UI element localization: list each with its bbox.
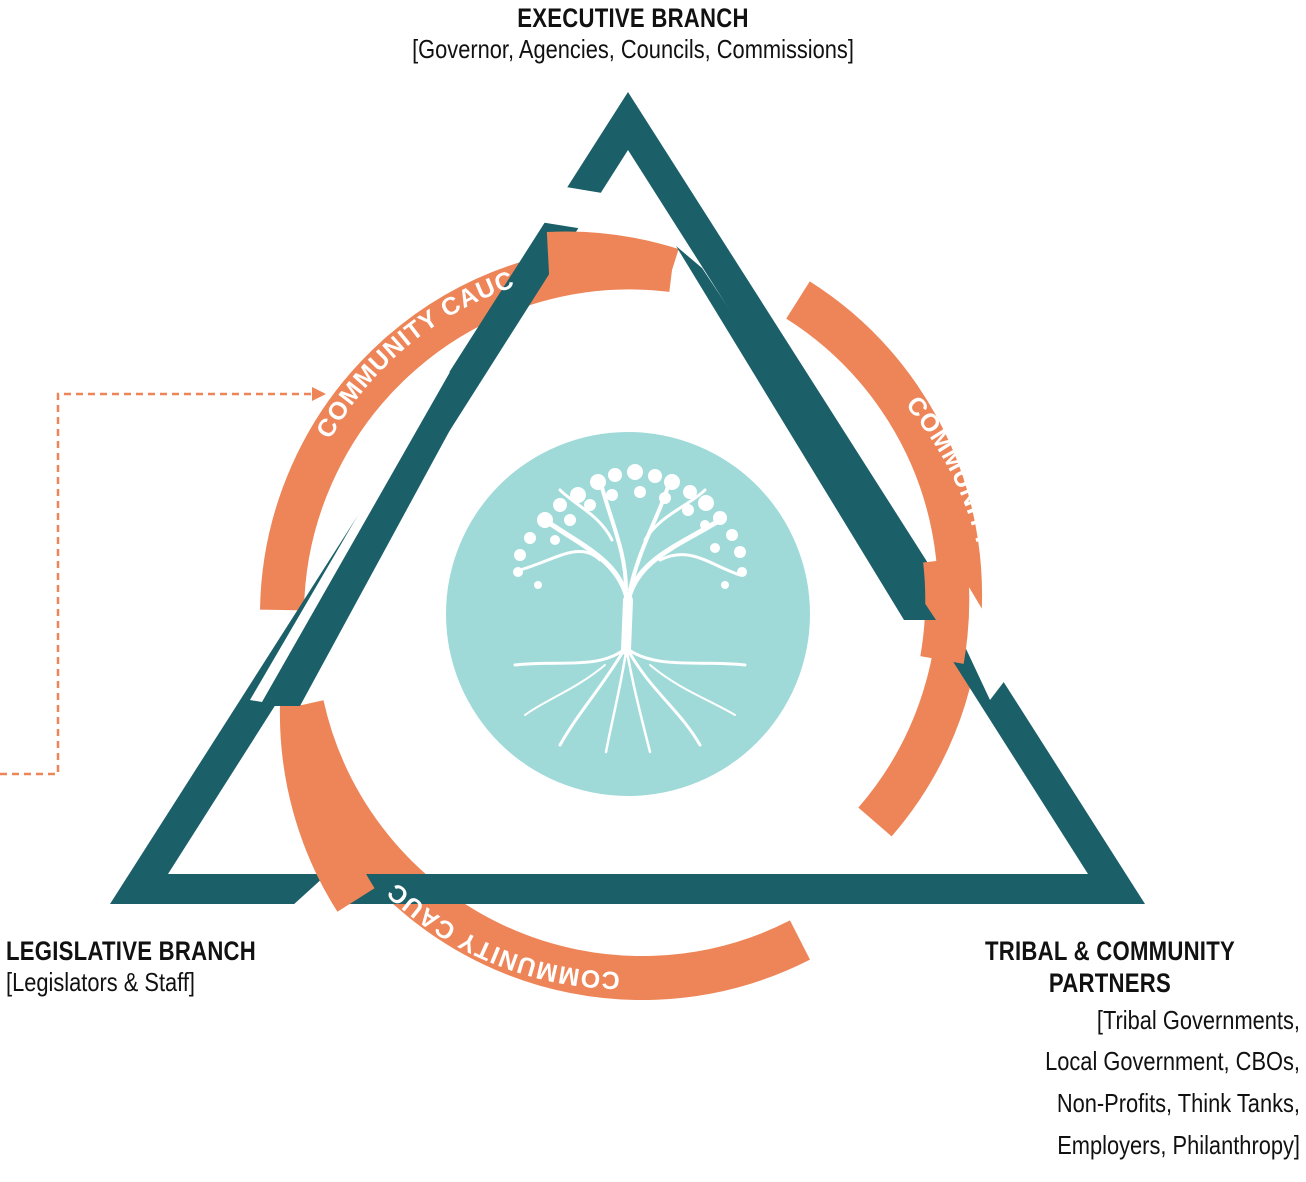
tribal-title-line1: TRIBAL & COMMUNITY <box>984 936 1235 966</box>
tribal-subtitle-line: [Tribal Governments, <box>1096 1004 1300 1035</box>
tree-leaves <box>513 464 747 589</box>
legislative-branch-title: LEGISLATIVE BRANCH <box>6 936 257 966</box>
tribal-subtitle-line: Non-Profits, Think Tanks, <box>1056 1087 1300 1118</box>
legislative-branch-label: LEGISLATIVE BRANCH [Legislators & Staff] <box>6 935 326 999</box>
tribal-subtitle-line: Local Government, CBOs, <box>1045 1046 1300 1077</box>
tree-of-life-icon <box>513 478 747 754</box>
dashed-connector <box>0 387 326 776</box>
center-emblem <box>446 432 810 796</box>
executive-branch-label: EXECUTIVE BRANCH [Governor, Agencies, Co… <box>353 2 913 66</box>
tribal-subtitle-line: Employers, Philanthropy] <box>1057 1129 1300 1160</box>
tribal-community-partners-label: TRIBAL & COMMUNITY PARTNERS [Tribal Gove… <box>960 935 1300 1166</box>
executive-branch-subtitle: [Governor, Agencies, Councils, Commissio… <box>412 34 854 65</box>
arrow-right-icon <box>312 387 326 401</box>
caucus-ring-right-segment <box>786 281 982 837</box>
caucus-ring-bottom-segment <box>280 700 810 1000</box>
tribal-title-line2: PARTNERS <box>1048 968 1172 999</box>
caucus-label-left: COMMUNITY CAUCUS <box>0 0 518 443</box>
executive-branch-title: EXECUTIVE BRANCH <box>517 3 749 33</box>
legislative-branch-subtitle: [Legislators & Staff] <box>6 967 195 998</box>
